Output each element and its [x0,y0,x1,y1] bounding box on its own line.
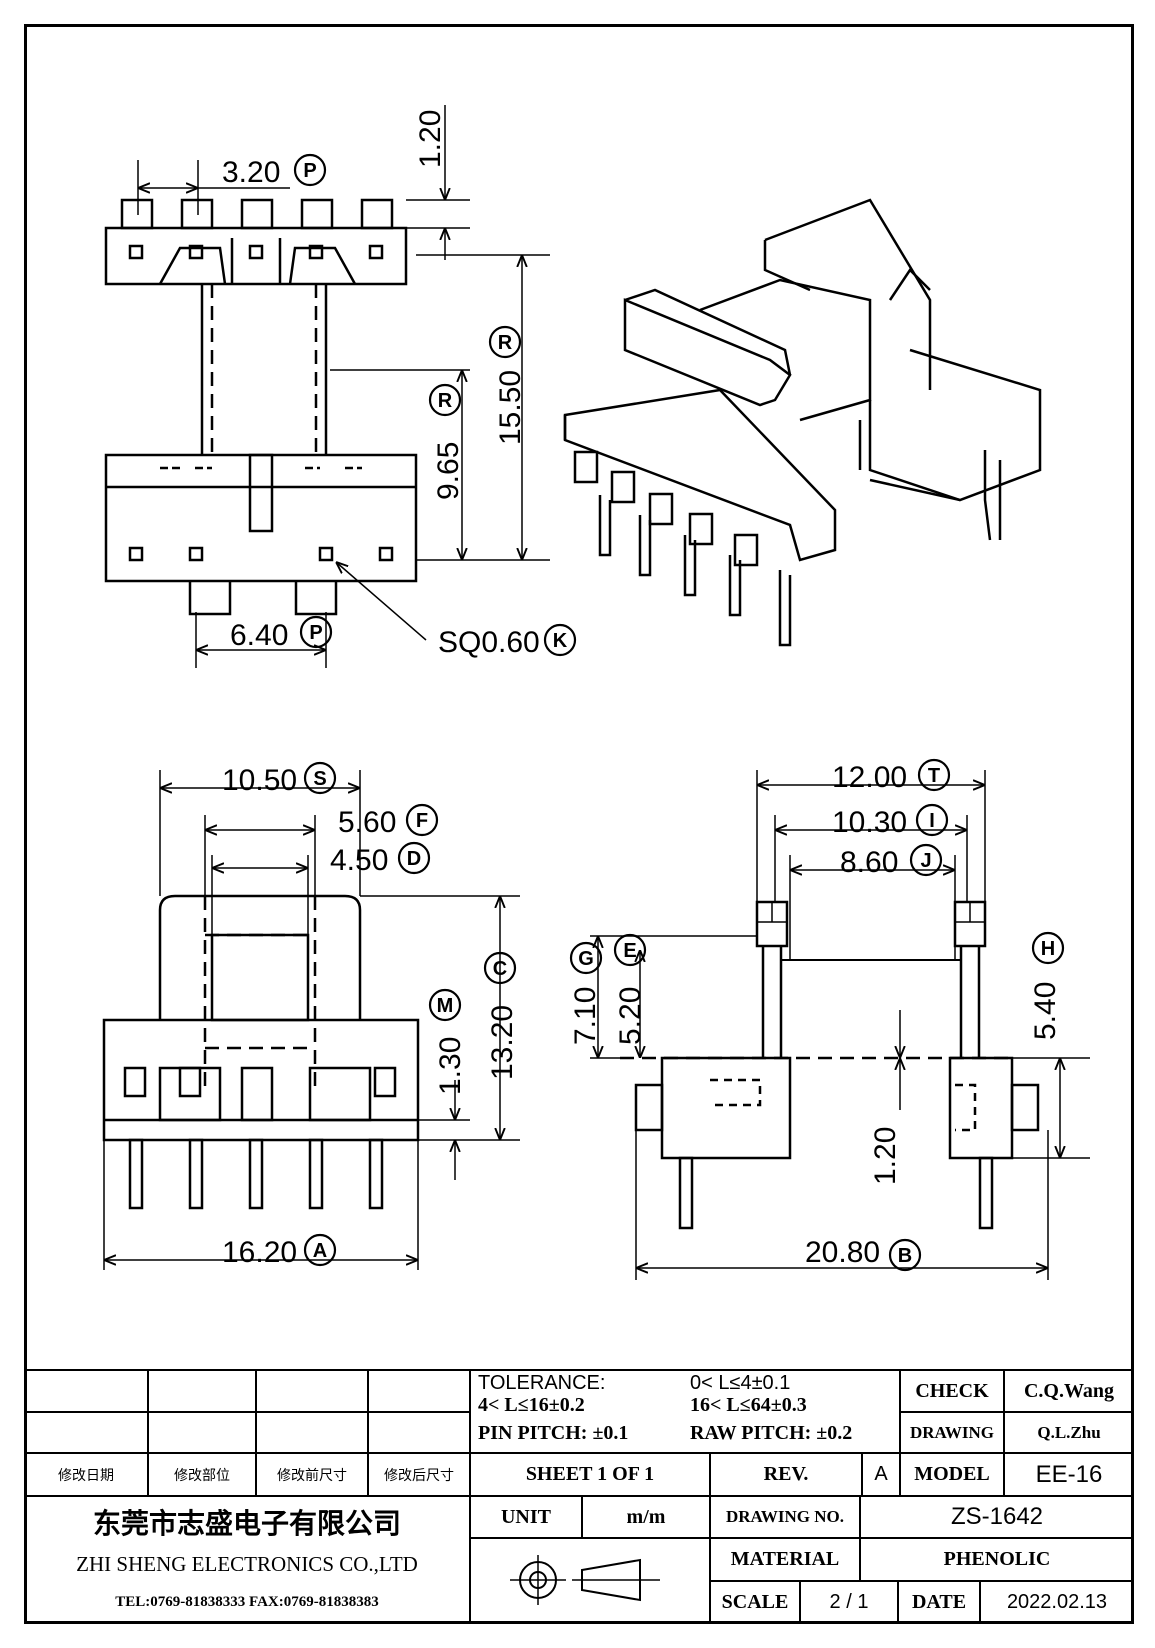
reference-tag-letters: P R R P K S F D C M A T I J G E H B [303,160,1055,1267]
unit-label: UNIT [500,1505,551,1528]
tag-p-bottom: P [309,622,322,644]
rev-header-after: 修改后尺寸 [384,1467,454,1484]
tag-h: H [1041,938,1055,960]
dim-6-40: 6.40 [230,619,288,652]
dim-1-30: 1.30 [434,1037,467,1095]
tag-s: S [313,768,326,790]
drawing-label: DRAWING [909,1422,995,1442]
tag-b: B [898,1245,912,1267]
front-view [102,770,520,1270]
scale-value: 2 / 1 [829,1591,869,1613]
side-view [590,770,1090,1280]
tag-g: G [578,948,594,970]
check-label: CHECK [915,1379,989,1402]
material-label: MATERIAL [730,1548,840,1570]
date-value: 2022.02.13 [1006,1591,1108,1613]
dim-sq0-60: SQ0.60 [438,626,540,659]
tag-f: F [416,810,428,832]
dim-20-80: 20.80 [805,1236,880,1269]
rev-label: REV. [763,1463,809,1485]
dim-9-65: 9.65 [432,442,465,500]
drawing-value: Q.L.Zhu [1037,1422,1101,1442]
tag-j: J [920,850,931,872]
dim-5-60: 5.60 [338,806,396,839]
tag-p-top: P [303,160,316,182]
tag-i: I [929,810,935,832]
tolerance-range-1: 0< L≤4±0.1 [690,1371,791,1394]
tag-t: T [928,765,940,787]
tag-r-15-50: R [498,332,513,354]
tag-m: M [437,995,454,1017]
sheet-info: SHEET 1 OF 1 [525,1463,655,1485]
dim-3-20: 3.20 [222,156,280,189]
dim-15-50: 15.50 [494,370,527,445]
tag-d: D [407,848,421,870]
dim-7-10: 7.10 [569,987,602,1045]
dim-8-60: 8.60 [840,846,898,879]
tag-k: K [553,630,568,652]
drawing-no-label: DRAWING NO. [725,1507,845,1526]
drawing-no-value: ZS-1642 [950,1503,1044,1530]
model-label: MODEL [914,1463,990,1485]
title-block-grid [24,1369,1134,1624]
tag-e: E [623,940,636,962]
rev-header-part: 修改部位 [174,1467,230,1484]
tolerance-label: TOLERANCE: [478,1371,606,1394]
pin-pitch: PIN PITCH: ±0.1 [478,1421,629,1444]
dim-5-40: 5.40 [1029,982,1062,1040]
top-view [104,105,550,668]
dim-10-30: 10.30 [832,806,907,839]
dim-13-20: 13.20 [486,1005,519,1080]
tag-a: A [313,1240,327,1262]
tolerance-range-3: 16< L≤64±0.3 [690,1393,807,1416]
rev-header-date: 修改日期 [58,1467,114,1484]
dim-1-20-side: 1.20 [869,1127,902,1185]
drawing-frame [24,24,1134,1624]
isometric-view [563,198,1042,647]
unit-value: m/m [626,1505,666,1528]
model-value: EE-16 [1035,1460,1103,1488]
dim-5-20: 5.20 [614,987,647,1045]
tel-fax: TEL:0769-81838333 FAX:0769-81838383 [115,1593,379,1610]
company-name-en: ZHI SHENG ELECTRONICS CO.,LTD [76,1551,418,1576]
raw-pitch: RAW PITCH: ±0.2 [690,1421,853,1444]
dim-1-20-top: 1.20 [414,110,447,168]
check-value: C.Q.Wang [1023,1379,1115,1402]
dim-12-00: 12.00 [832,761,907,794]
rev-value: A [874,1463,888,1485]
tag-r-9-65: R [438,390,453,412]
reference-tags [293,153,1065,1272]
rev-header-before: 修改前尺寸 [277,1467,347,1484]
tolerance-range-2: 4< L≤16±0.2 [478,1393,585,1416]
dimension-labels: 3.20 1.20 15.50 9.65 6.40 SQ0.60 10.50 5… [222,110,1062,1269]
dim-10-50: 10.50 [222,764,297,797]
material-value: PHENOLIC [943,1548,1051,1570]
date-label: DATE [911,1591,967,1613]
dim-16-20: 16.20 [222,1236,297,1269]
dim-4-50: 4.50 [330,844,388,877]
company-name-cn: 东莞市志盛电子有限公司 [92,1507,401,1540]
tag-c: C [493,958,507,980]
scale-label: SCALE [721,1591,789,1613]
